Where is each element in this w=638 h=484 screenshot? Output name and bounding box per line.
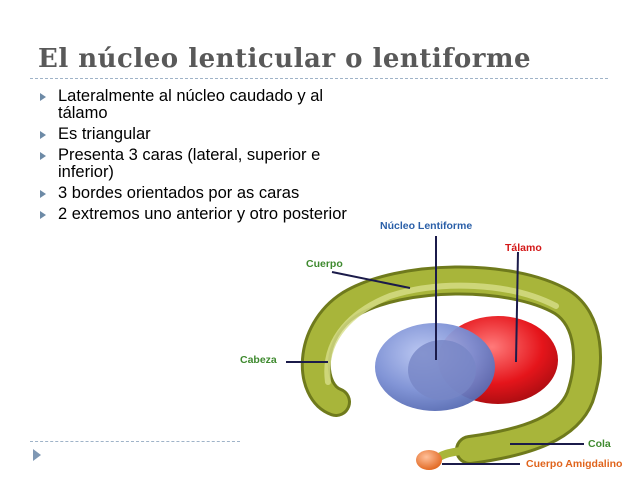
- label-talamo: Tálamo: [505, 242, 542, 254]
- bullet-arrow-icon: [40, 93, 46, 101]
- leader-talamo: [515, 251, 519, 363]
- slide-title: El núcleo lenticular o lentiforme: [38, 44, 531, 74]
- lentiform-inner: [408, 340, 476, 400]
- bullet-text: Es triangular: [58, 125, 151, 143]
- label-cola: Cola: [588, 438, 611, 450]
- bullet-arrow-icon: [40, 211, 46, 219]
- label-nucleo-lentiforme: Núcleo Lentiforme: [380, 220, 473, 232]
- basal-ganglia-diagram: Núcleo Lentiforme Tálamo Cuerpo Cabeza C…: [230, 212, 638, 479]
- bullet-arrow-icon: [40, 152, 46, 160]
- bullet-text: Presenta 3 caras (lateral, superior e in…: [58, 146, 321, 181]
- bullet-item: Es triangular: [38, 126, 368, 143]
- bullet-text: 3 bordes orientados por as caras: [58, 184, 300, 202]
- corner-arrow-icon: [33, 449, 41, 461]
- caudate-nucleus-fill: [303, 268, 599, 462]
- bullet-list: Lateralmente al núcleo caudado y al tála…: [38, 88, 368, 227]
- leader-cuerpo: [331, 271, 411, 289]
- label-cuerpo: Cuerpo: [306, 258, 343, 270]
- footer-divider: [30, 441, 240, 442]
- label-cuerpo-amigdalino: Cuerpo Amigdalino: [526, 458, 623, 470]
- title-divider: [30, 78, 608, 79]
- diagram-svg: [286, 236, 602, 470]
- bullet-item: 3 bordes orientados por as caras: [38, 185, 368, 202]
- bullet-item: 2 extremos uno anterior y otro posterior: [38, 206, 368, 223]
- caudate-highlight: [324, 282, 559, 385]
- label-cabeza: Cabeza: [240, 354, 277, 366]
- bullet-arrow-icon: [40, 190, 46, 198]
- bullet-text: Lateralmente al núcleo caudado y al tála…: [58, 87, 324, 122]
- amygdaloid-body: [416, 450, 442, 470]
- bullet-item: Lateralmente al núcleo caudado y al tála…: [38, 88, 368, 122]
- bullet-arrow-icon: [40, 131, 46, 139]
- bullet-text: 2 extremos uno anterior y otro posterior: [58, 205, 347, 223]
- bullet-item: Presenta 3 caras (lateral, superior e in…: [38, 147, 368, 181]
